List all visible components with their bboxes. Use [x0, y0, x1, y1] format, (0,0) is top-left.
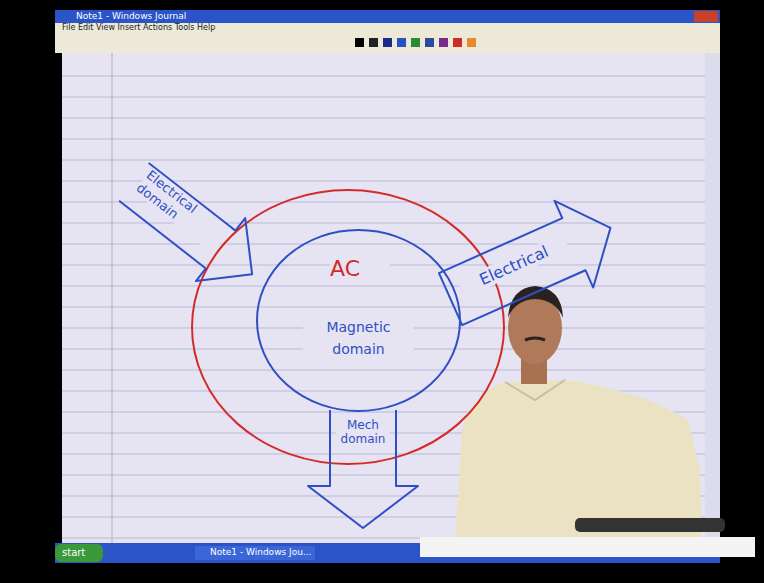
- start-button: [55, 544, 103, 562]
- close-button: [694, 11, 718, 22]
- circle-outline: [257, 230, 460, 411]
- taskbar-text: start: [62, 547, 85, 558]
- block-arrow: [431, 185, 630, 343]
- window-title: Note1 - Windows Journal: [76, 11, 186, 21]
- toolbar: [55, 33, 720, 53]
- margin-line: [112, 53, 113, 543]
- color-swatches: [355, 38, 476, 47]
- circle-outline: [192, 190, 504, 464]
- domain-label: Electrical: [457, 233, 570, 297]
- lecturer: [420, 286, 755, 557]
- menu-bar: [55, 23, 720, 33]
- taskbar-text: Note1 - Windows Jou...: [210, 547, 311, 557]
- domain-label: Magnetic domain: [303, 316, 414, 361]
- block-arrow-box: Mech domain: [308, 410, 418, 528]
- domain-label: Mech domain: [336, 418, 390, 447]
- menu-items: File Edit View Insert Actions Tools Help: [62, 23, 215, 32]
- scrollbar: [705, 53, 720, 543]
- title-bar: [55, 10, 720, 23]
- task-button: [195, 546, 315, 560]
- block-arrow: [109, 150, 276, 305]
- machine-label: AC: [330, 256, 390, 282]
- block-arrow: [308, 410, 418, 528]
